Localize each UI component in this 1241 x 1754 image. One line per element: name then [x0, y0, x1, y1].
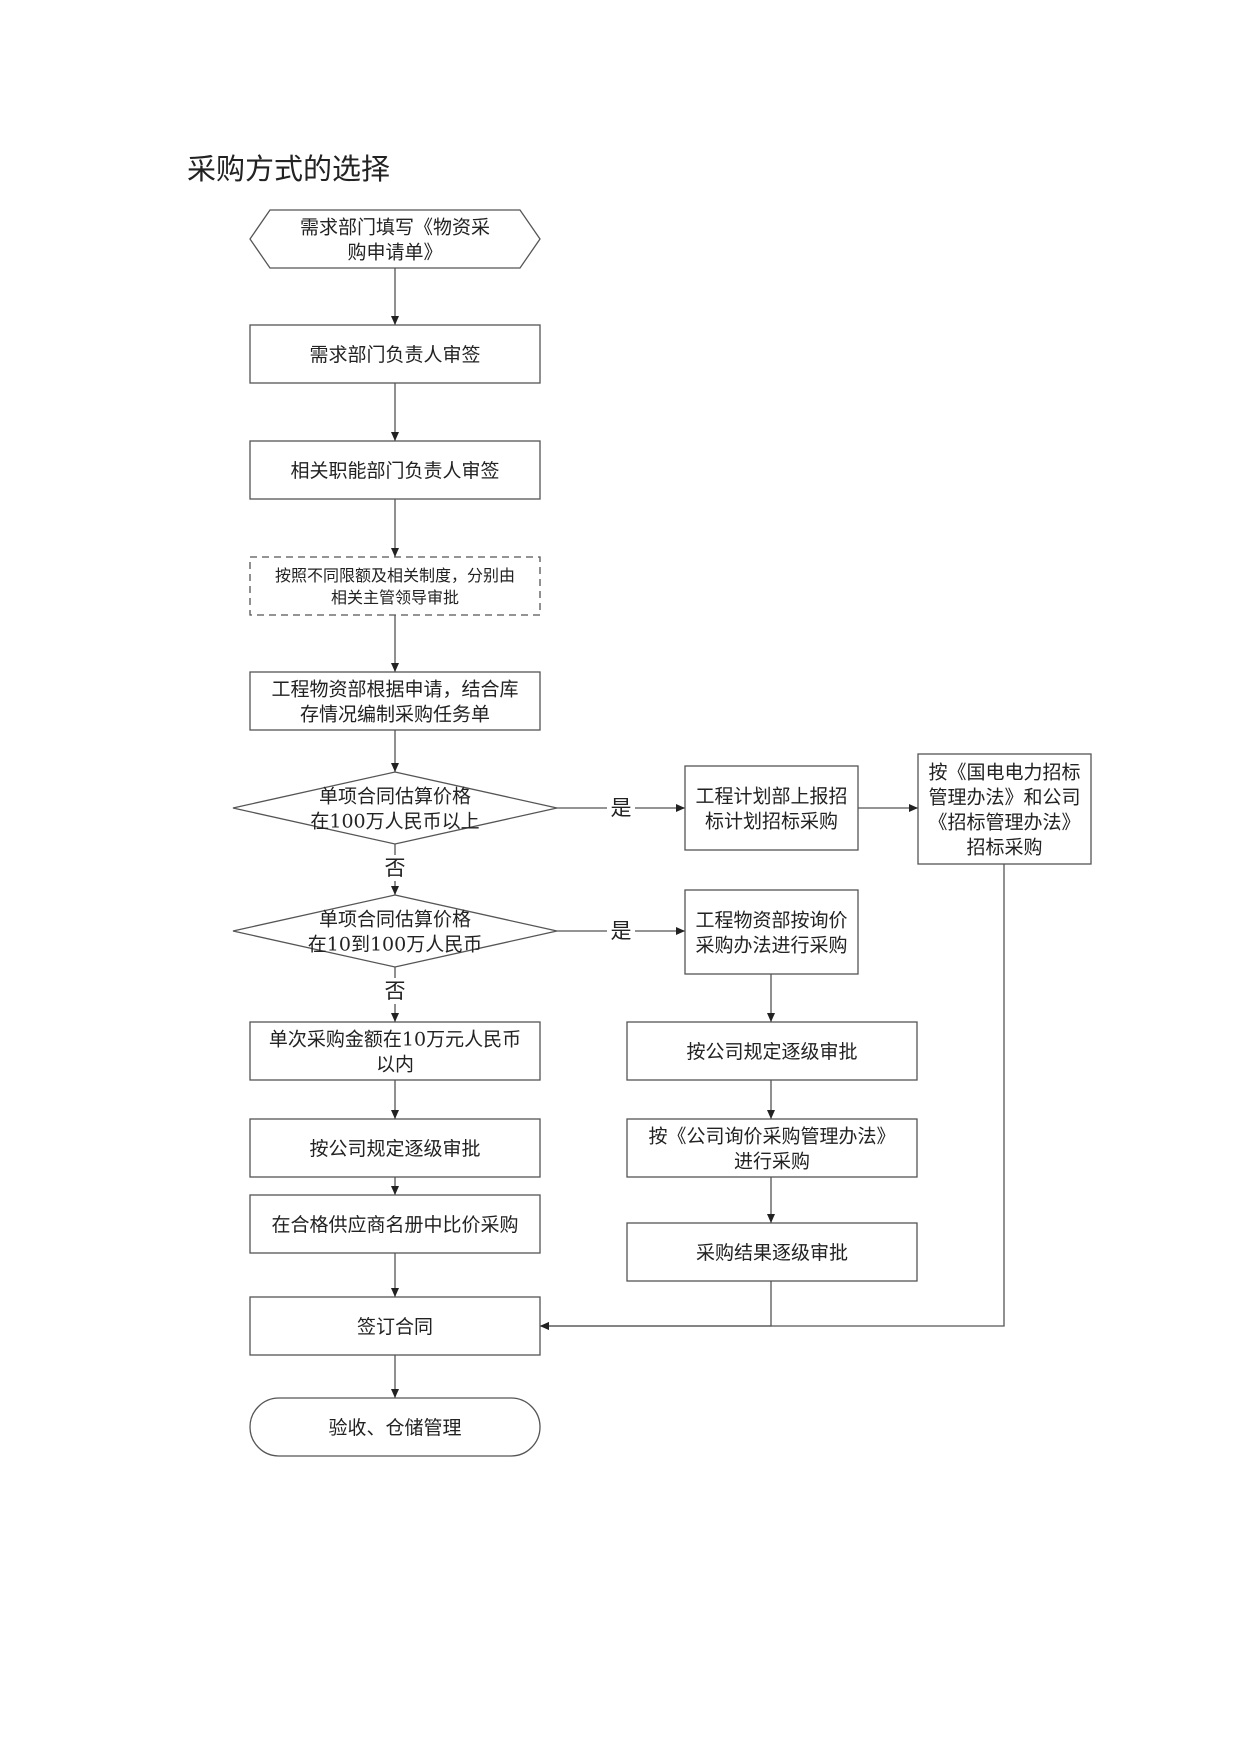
node-shape	[684, 765, 859, 851]
edge-label-bg	[381, 978, 409, 1004]
node-text-line: 验收、仓储管理	[328, 1417, 461, 1439]
node-shape	[917, 753, 1092, 865]
node-text-line: 相关主管领导审批	[331, 588, 459, 607]
node-text-line: 按公司规定逐级审批	[686, 1041, 857, 1063]
node-shape	[626, 1222, 918, 1282]
node-text-line: 按《国电电力招标	[928, 761, 1080, 783]
node-text-line: 需求部门负责人审签	[309, 344, 480, 366]
node-text-line: 进行采购	[734, 1150, 810, 1172]
node-shape	[249, 671, 541, 731]
node-shape	[232, 771, 558, 845]
node-shape	[249, 1296, 541, 1356]
edge-label-bg	[607, 795, 635, 821]
node-text-line: 相关职能部门负责人审签	[290, 460, 499, 482]
node-text-line: 按《公司询价采购管理办法》	[648, 1125, 895, 1147]
node-text-line: 按公司规定逐级审批	[309, 1138, 480, 1160]
edge-label: 否	[385, 856, 406, 880]
node-text-line: 单次采购金额在10万元人民币	[269, 1028, 521, 1050]
node-text-line: 《招标管理办法》	[928, 811, 1080, 833]
node-shape	[249, 556, 541, 616]
node-text-line: 在100万人民币以上	[310, 810, 479, 832]
node-shape	[249, 1118, 541, 1178]
node-shape	[232, 894, 558, 968]
node-shape	[626, 1021, 918, 1081]
node-l3: 在合格供应商名册中比价采购	[249, 1194, 541, 1254]
node-shape	[626, 1118, 918, 1178]
node-shape	[249, 1397, 541, 1457]
node-text-line: 工程物资部根据申请，结合库	[271, 678, 518, 700]
node-text-line: 购申请单》	[347, 241, 442, 263]
edge-m4-s1	[540, 1281, 772, 1330]
edge-label-bg	[607, 918, 635, 944]
node-text-line: 管理办法》和公司	[928, 786, 1080, 808]
node-e1: 验收、仓储管理	[249, 1397, 541, 1457]
node-m2: 按公司规定逐级审批	[626, 1021, 918, 1081]
node-s1: 签订合同	[249, 1296, 541, 1356]
edge-label: 否	[385, 979, 406, 1003]
node-text-line: 存情况编制采购任务单	[300, 703, 490, 725]
edge-label-bg	[381, 855, 409, 881]
node-text-line: 采购结果逐级审批	[696, 1242, 848, 1264]
node-text-line: 采购办法进行采购	[695, 934, 847, 956]
node-shape	[249, 1194, 541, 1254]
edge-label: 是	[611, 796, 632, 820]
node-l2: 按公司规定逐级审批	[249, 1118, 541, 1178]
node-shape	[684, 889, 859, 975]
node-text-line: 工程计划部上报招	[695, 785, 847, 807]
edge-r2-s1	[540, 864, 1005, 1330]
node-text-line: 在合格供应商名册中比价采购	[271, 1214, 518, 1236]
node-shape	[249, 1021, 541, 1081]
node-text-line: 以内	[376, 1053, 414, 1075]
node-m4: 采购结果逐级审批	[626, 1222, 918, 1282]
node-text-line: 单项合同估算价格	[319, 908, 471, 930]
node-text-line: 在10到100万人民币	[308, 933, 482, 955]
node-text-line: 单项合同估算价格	[319, 785, 471, 807]
node-text-line: 招标采购	[966, 836, 1042, 858]
edge-label: 是	[611, 919, 632, 943]
node-text-line: 按照不同限额及相关制度，分别由	[275, 566, 515, 585]
node-text-line: 签订合同	[357, 1316, 433, 1338]
node-text-line: 标计划招标采购	[705, 810, 838, 832]
node-shape	[249, 209, 541, 269]
node-n2: 需求部门负责人审签	[249, 324, 541, 384]
node-shape	[249, 440, 541, 500]
node-text-line: 需求部门填写《物资采	[300, 216, 490, 238]
page-title: 采购方式的选择	[187, 152, 391, 186]
node-m3: 按《公司询价采购管理办法》进行采购	[626, 1118, 918, 1178]
node-text-line: 工程物资部按询价	[695, 909, 847, 931]
node-shape	[249, 324, 541, 384]
node-n3: 相关职能部门负责人审签	[249, 440, 541, 500]
